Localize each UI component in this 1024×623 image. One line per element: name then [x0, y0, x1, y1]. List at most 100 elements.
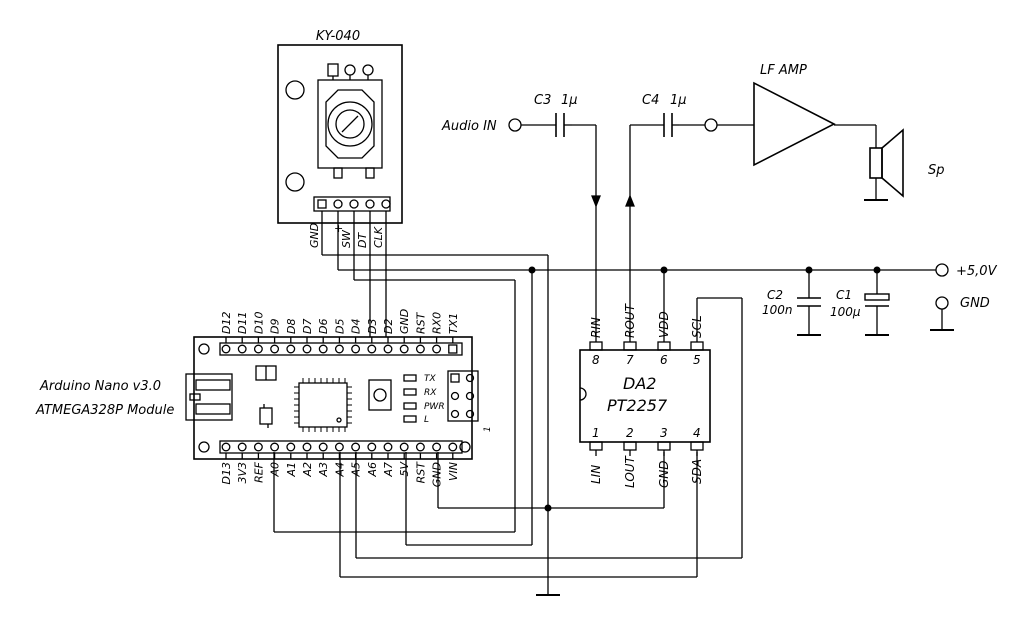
nano-header-pin	[351, 442, 361, 452]
nano-top-header	[219, 342, 463, 356]
nano-regulator	[259, 407, 273, 425]
nano-header-pin	[399, 442, 409, 452]
nano-bottom-pin-label: GND	[431, 462, 444, 487]
c4-ref: C4	[642, 93, 659, 108]
nano-mount-hole	[459, 441, 471, 453]
nano-header-pin	[253, 344, 263, 354]
nano-header-pin	[221, 442, 231, 452]
encoder-shaft-outer	[327, 101, 373, 147]
header-pin	[381, 199, 391, 209]
led-pwr	[403, 402, 417, 410]
encoder-switch-terminal	[365, 167, 375, 179]
encoder-switch-terminal	[333, 167, 343, 179]
nano-header-pin	[432, 344, 442, 354]
nano-header-pin	[318, 442, 328, 452]
nano-bottom-pin-label: REF	[252, 461, 265, 483]
led-l-label: L	[424, 415, 429, 425]
c1-value: 100μ	[830, 305, 861, 319]
nano-bottom-pin-label: A5	[350, 462, 363, 478]
nano-top-pin-label: D2	[382, 319, 395, 334]
encoder-terminal	[362, 64, 374, 76]
mount-hole	[285, 172, 305, 192]
ky040-title: KY-040	[316, 29, 360, 44]
nano-top-pin-label: RST	[414, 311, 427, 334]
nano-header-pin	[432, 442, 442, 452]
c1-ref: C1	[836, 288, 852, 302]
vcc-label: +5,0V	[956, 264, 998, 279]
ky040-pin-dt: DT	[356, 232, 369, 248]
header-pin	[349, 199, 359, 209]
audio-input: Audio IN C3 1μ	[441, 93, 578, 137]
nano-top-pin-label: D7	[301, 319, 314, 334]
ky040-pin-gnd: GND	[308, 223, 321, 248]
nano-bottom-pin-label: A2	[301, 462, 314, 478]
ky040-pin-sw: SW	[340, 229, 353, 248]
led-rx-label: RX	[424, 388, 437, 398]
ky040-board	[277, 44, 403, 224]
nano-bottom-pin-label: VIN	[447, 462, 460, 481]
pt2257-ic: DA2 PT2257 8 7 6 5 1 2 3 4 RIN ROUT VDD …	[579, 302, 711, 488]
nano-label-line2: ATMEGA328P Module	[35, 403, 174, 418]
led-l	[403, 415, 417, 423]
nano-header-pin	[334, 344, 344, 354]
c1-capacitor: C1 100μ	[830, 288, 890, 319]
ic-pin-rin: RIN	[589, 317, 603, 338]
nano-header-pin	[383, 344, 393, 354]
nano-header-pin	[415, 344, 425, 354]
nano-header-pin	[334, 442, 344, 452]
c2-ref: C2	[767, 288, 783, 302]
c4-capacitor: C4 1μ	[642, 93, 718, 137]
nano-mount-hole	[198, 343, 210, 355]
c4-value: 1μ	[670, 93, 687, 108]
nano-bottom-pin-label: A3	[317, 462, 330, 478]
ic-pin-num-5: 5	[693, 353, 701, 367]
nano-header-pin	[253, 442, 263, 452]
led-tx	[403, 374, 417, 382]
arduino-nano: Arduino Nano v3.0 ATMEGA328P Module	[35, 309, 493, 487]
ic-pin-lout: LOUT	[623, 454, 637, 488]
ic-pin-rout: ROUT	[623, 302, 637, 338]
encoder-nut	[325, 89, 375, 159]
nano-top-pin-label: TX1	[447, 313, 460, 334]
ic-pin-num-8: 8	[592, 353, 600, 367]
ic-pin-num-1: 1	[592, 426, 600, 440]
speaker: Sp	[869, 128, 945, 198]
c3-value: 1μ	[561, 93, 578, 108]
junctions	[528, 266, 881, 512]
nano-bottom-pin-label: A6	[366, 462, 379, 478]
nano-header-pin	[383, 442, 393, 452]
nano-bottom-pin-label: RST	[414, 461, 427, 484]
header-pin	[317, 199, 327, 209]
nano-icsp-header	[447, 370, 479, 422]
nano-top-pin-label: D3	[366, 319, 379, 334]
nano-header-pin	[399, 344, 409, 354]
led-rx	[403, 388, 417, 396]
nano-header-pin	[237, 442, 247, 452]
nano-header-pin	[302, 344, 312, 354]
ic-pin-num-4: 4	[693, 426, 701, 440]
power-terminals: +5,0V GND	[935, 263, 998, 311]
encoder-terminal	[344, 64, 356, 76]
ic-pin-vdd: VDD	[657, 311, 671, 338]
nano-top-pin-label: D8	[285, 319, 298, 334]
nano-top-pin-label: D4	[350, 319, 363, 334]
ic-pin-num-2: 2	[626, 426, 634, 440]
nano-header-pin	[237, 344, 247, 354]
encoder-slot	[341, 115, 359, 133]
ic-ref: DA2	[623, 374, 656, 393]
nano-usb-connector	[185, 373, 233, 421]
nano-label-line1: Arduino Nano v3.0	[39, 379, 161, 394]
nano-header-pin	[302, 442, 312, 452]
nano-header-pin	[367, 344, 377, 354]
audio-in-label: Audio IN	[441, 119, 497, 134]
led-pwr-label: PWR	[424, 402, 445, 412]
lf-amplifier: LF AMP	[753, 63, 836, 167]
nano-header-pin	[367, 442, 377, 452]
icsp-pin-1: 1	[483, 426, 493, 432]
nano-top-pin-label: RX0	[431, 312, 444, 334]
encoder-shaft	[335, 109, 365, 139]
nano-top-pin-label: D11	[236, 312, 249, 334]
wires	[273, 124, 954, 596]
nano-mount-hole	[198, 441, 210, 453]
